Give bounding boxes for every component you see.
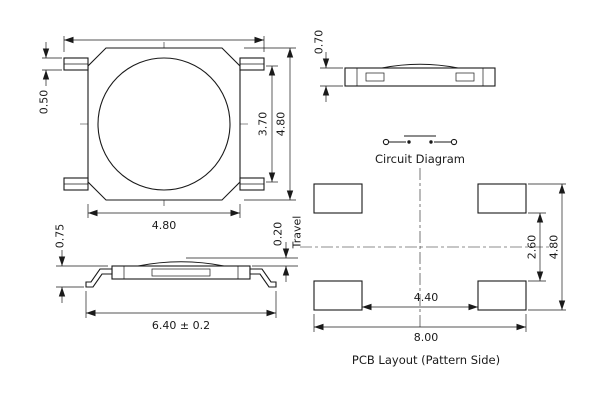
solder-pad (313, 280, 363, 311)
dim-label-travel-text: Travel (291, 216, 304, 250)
pcb-layout: 2.60 4.80 4.40 8.00 PCB Layout (Pattern … (300, 168, 566, 367)
gullwing-lead-right (249, 268, 277, 288)
circuit-caption: Circuit Diagram (375, 152, 465, 166)
switch-side-body (344, 67, 496, 87)
terminal-node (450, 138, 458, 146)
solder-pad (477, 280, 527, 311)
dim-label-body-width: 4.80 (152, 219, 177, 232)
dim-label-front-height: 0.75 (54, 224, 67, 249)
dim-front-width: 6.40 ± 0.2 (85, 291, 277, 332)
switch-front-body (111, 265, 251, 280)
dim-label-outer-height: 4.80 (275, 112, 288, 137)
contact-dot (407, 140, 411, 144)
dim-label-lead-width: 0.50 (38, 90, 51, 115)
dome-top (137, 261, 225, 267)
front-view: 0.75 0.20 Travel 6.40 ± 0.2 (54, 216, 304, 332)
solder-pad (477, 183, 527, 214)
terminal (455, 72, 475, 82)
dim-travel: 0.20 Travel (186, 216, 304, 282)
dim-outer-height: 4.80 (244, 47, 296, 201)
pcb-caption: PCB Layout (Pattern Side) (352, 353, 500, 367)
terminal (365, 72, 385, 82)
dim-label-pad-inner-v: 2.60 (526, 235, 539, 260)
switch-button (97, 57, 231, 191)
top-view: 0.50 4.80 3.70 4.80 (38, 36, 296, 232)
solder-pad (313, 183, 363, 214)
dim-label-inner-height: 3.70 (257, 112, 270, 137)
inner-detail (151, 268, 211, 277)
dim-body-width: 4.80 (87, 204, 241, 232)
dome-top (381, 63, 459, 69)
dim-label-side-height: 0.70 (313, 30, 326, 55)
contact-dot (429, 140, 433, 144)
dim-front-height: 0.75 (54, 224, 108, 303)
dim-lead-width: 0.50 (38, 42, 62, 114)
gullwing-lead-left (85, 268, 113, 288)
dim-top-overall (63, 36, 265, 52)
switch-body (87, 47, 241, 201)
dim-side-height: 0.70 (313, 30, 343, 102)
dim-label-travel-value: 0.20 (272, 222, 285, 247)
dim-label-pad-outer-h: 8.00 (414, 331, 439, 344)
leads (63, 57, 265, 191)
dim-label-front-width: 6.40 ± 0.2 (152, 319, 210, 332)
dim-label-pad-outer-v: 4.80 (548, 235, 561, 260)
dim-pad-inner-v: 2.60 (526, 212, 546, 282)
terminal-node (382, 138, 390, 146)
dim-pad-outer-h: 8.00 (313, 314, 527, 344)
dim-label-pad-inner-h: 4.40 (414, 291, 439, 304)
dim-inner-height: 3.70 (257, 65, 278, 183)
circuit-diagram: Circuit Diagram (375, 135, 465, 166)
dim-pad-inner-h: 4.40 (362, 291, 478, 311)
dim-pad-outer-v: 4.80 (528, 183, 566, 311)
side-view: 0.70 (313, 30, 496, 102)
